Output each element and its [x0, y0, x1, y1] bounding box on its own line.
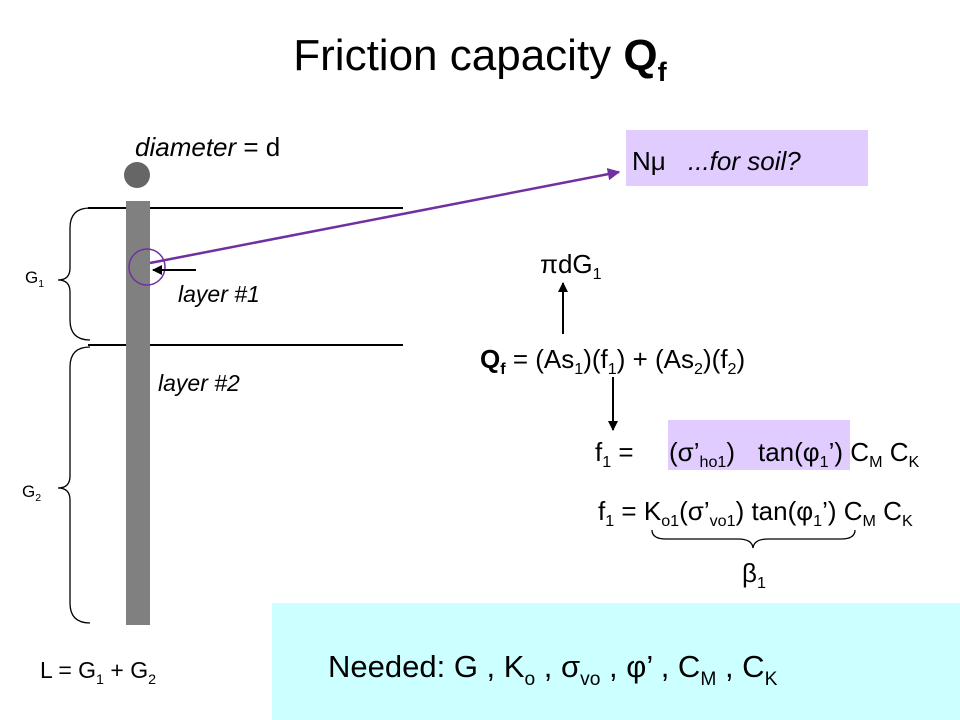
equation-subscript: M [862, 512, 876, 531]
equation-subscript: K [901, 512, 913, 531]
g1-label: G1 [25, 268, 44, 289]
beta-term: β1 [742, 558, 766, 591]
f1-vertical-equation: f1 = Ko1(σ’vo1) tan(φ1’) CM CK [598, 496, 913, 529]
soil-question-arrow [149, 168, 621, 265]
equation-subscript: 1 [819, 453, 829, 472]
equation-term: ) [736, 344, 746, 374]
needed-subscript: o [524, 668, 536, 690]
equation-subscript: 1 [813, 512, 823, 531]
equation-subscript: f [500, 360, 506, 379]
equation-subscript: 1 [605, 512, 615, 531]
equation-term: = K [614, 496, 662, 526]
friction-capacity-equation: Qf = (As1)(f1) + (As2)(f2) [480, 344, 746, 377]
equation-term: ) [726, 437, 736, 467]
title-subscript: f [657, 55, 667, 87]
f1-horizontal-rest: tan(φ1’) CM CK [758, 437, 919, 470]
equation-subscript: o1 [661, 512, 680, 531]
equation-subscript: 1 [574, 360, 584, 379]
needed-term: , φ’ , C [600, 649, 701, 684]
length-formula: L = G1 + G2 [40, 657, 156, 687]
layer-1-label: layer #1 [178, 281, 260, 307]
equation-term: ) + (As [616, 344, 695, 374]
equation-term: (σ’ [679, 496, 710, 526]
diameter-value: = d [236, 132, 281, 162]
f1-horizontal-lhs: f1 = [595, 437, 634, 470]
diameter-term: diameter [135, 132, 237, 162]
soil-question-symbol: Nμ [632, 146, 666, 176]
equation-subscript: 1 [602, 453, 612, 472]
needed-term: Needed: G , K [328, 649, 525, 684]
equation-subscript: K [908, 453, 920, 472]
equation-term: tan(φ [758, 437, 820, 467]
equation-term: C [875, 496, 902, 526]
equation-term: )(f [703, 344, 728, 374]
equation-term: f [598, 496, 606, 526]
g1-brace [57, 207, 91, 341]
perimeter-term: πdG1 [540, 249, 602, 282]
needed-subscript: M [700, 668, 717, 690]
title-symbol: Q [623, 31, 658, 80]
soil-question-box [626, 130, 868, 186]
length-term: + G [103, 657, 149, 683]
g2-subscript: 2 [35, 492, 42, 505]
g2-label: G2 [22, 482, 41, 503]
equation-subscript: ho1 [699, 453, 727, 472]
length-subscript: 2 [148, 671, 157, 688]
perimeter-term-subscript: 1 [592, 265, 602, 284]
length-subscript: 1 [96, 671, 104, 688]
equation-term: = [611, 437, 634, 467]
needed-term: , C [716, 649, 765, 684]
equation-term: ’) C [828, 437, 870, 467]
equation-subscript: 1 [607, 360, 617, 379]
beta-brace [651, 529, 856, 549]
beta-subscript: 1 [756, 574, 766, 593]
g1-subscript: 1 [38, 278, 45, 291]
layer-2-label: layer #2 [158, 370, 240, 396]
slide-title: Friction capacity Qf [0, 31, 960, 86]
equation-term: ’) C [822, 496, 863, 526]
perimeter-term-text: πdG [540, 249, 593, 279]
equation-term: = (As [505, 344, 575, 374]
needed-parameters: Needed: G , Ko , σvo , φ’ , CM , CK [328, 649, 777, 689]
g1-symbol: G [25, 268, 39, 287]
beta-symbol: β [742, 558, 757, 588]
equation-term: (σ’ [669, 437, 700, 467]
title-text: Friction capacity [293, 31, 624, 80]
stress-highlight-box [668, 420, 850, 470]
equation-subscript: vo1 [709, 512, 736, 531]
equation-term: C [882, 437, 909, 467]
g2-symbol: G [22, 482, 36, 501]
pile-head [124, 162, 150, 188]
needed-subscript: K [764, 668, 778, 690]
layer-1-marker-circle [128, 248, 166, 286]
equation-term: )(f [583, 344, 608, 374]
f1-horizontal-stress: (σ’ho1) [669, 437, 736, 470]
needed-term: , σ [535, 649, 581, 684]
equation-subscript: 2 [694, 360, 703, 379]
equation-term: f [595, 437, 603, 467]
length-term: L = G [40, 657, 97, 683]
equation-term: ) tan(φ [735, 496, 814, 526]
needed-subscript: vo [580, 668, 601, 690]
soil-question-note: ...for soil? [688, 146, 801, 176]
equation-subscript: M [869, 453, 883, 472]
g2-brace [57, 346, 91, 624]
needed-panel [272, 603, 960, 720]
equation-subscript: 2 [727, 360, 737, 379]
diameter-label: diameter = d [135, 134, 280, 160]
equation-term: Q [480, 344, 501, 374]
